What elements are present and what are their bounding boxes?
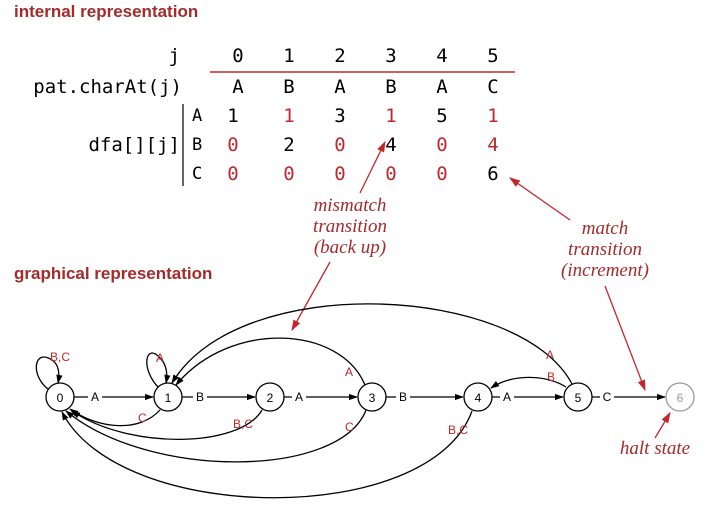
svg-text:B,C: B,C — [233, 417, 253, 431]
index-cell: 1 — [283, 45, 295, 67]
state-0: 0 — [45, 382, 75, 412]
dfa-cell: 4 — [385, 134, 397, 156]
dfa-cell: 0 — [227, 163, 239, 185]
match-annotation-line3: (increment) — [561, 260, 649, 281]
dfa-cell: 0 — [385, 163, 397, 185]
mismatch-edge-5-4 — [490, 376, 567, 389]
index-cell: 3 — [385, 45, 397, 67]
svg-text:C: C — [345, 420, 354, 434]
halt-arrow — [654, 412, 671, 439]
dfa-cell: 1 — [487, 105, 499, 127]
svg-text:0: 0 — [57, 391, 64, 405]
state-5: 5 — [563, 382, 593, 412]
dfa-cell: 0 — [227, 134, 239, 156]
svg-text:B: B — [547, 370, 555, 384]
index-row-label: j — [168, 45, 180, 67]
svg-text:C: C — [603, 390, 612, 404]
mismatch-edge-4-0 — [61, 410, 473, 499]
dfa-cell: 0 — [436, 134, 448, 156]
dfa-cell: 1 — [385, 105, 397, 127]
svg-text:B: B — [196, 390, 204, 404]
mismatch-edge-3-0 — [65, 409, 367, 463]
dfa-cell: 3 — [334, 105, 346, 127]
svg-text:A: A — [546, 348, 554, 362]
index-cell: 4 — [436, 45, 448, 67]
svg-text:A: A — [345, 365, 353, 379]
state-3: 3 — [357, 382, 387, 412]
mismatch-annotation-line2: transition — [313, 216, 387, 237]
dfa-row-letter: C — [192, 164, 203, 184]
halt-state-annotation: halt state — [619, 438, 691, 459]
pattern-cell: C — [487, 76, 499, 98]
svg-text:A: A — [295, 390, 303, 404]
index-cell: 0 — [232, 45, 244, 67]
svg-text:3: 3 — [369, 391, 376, 405]
match-annotation-line1: match — [581, 218, 629, 239]
index-cell: 2 — [334, 45, 346, 67]
dfa-cell: 0 — [436, 163, 448, 185]
dfa-row-letter: A — [192, 106, 203, 126]
mismatch-edge-5-1 — [171, 303, 573, 385]
dfa-cell: 5 — [436, 105, 448, 127]
internal-representation-heading: internal representation — [14, 2, 199, 21]
pattern-cell: A — [232, 76, 244, 98]
svg-text:A: A — [156, 351, 164, 365]
graphical-representation-heading: graphical representation — [14, 264, 213, 283]
match-arrow-to-table — [509, 177, 571, 221]
index-cell: 5 — [487, 45, 499, 67]
pattern-cell: A — [436, 76, 448, 98]
dfa-cell: 2 — [283, 134, 295, 156]
svg-text:6: 6 — [677, 391, 684, 405]
pattern-cell: A — [334, 76, 346, 98]
dfa-cell: 0 — [334, 134, 346, 156]
svg-text:B: B — [399, 390, 407, 404]
mismatch-arrow-to-table — [359, 141, 386, 194]
svg-text:A: A — [91, 390, 99, 404]
svg-text:2: 2 — [267, 391, 274, 405]
svg-text:B,C: B,C — [448, 423, 468, 437]
dfa-cell: 6 — [487, 163, 499, 185]
match-arrow-to-graph — [604, 285, 646, 392]
mismatch-edge-3-1 — [175, 337, 366, 386]
self-loop-0 — [35, 356, 63, 390]
svg-text:1: 1 — [165, 391, 172, 405]
dfa-row-label: dfa[][j] — [88, 134, 180, 156]
dfa-cell: 0 — [334, 163, 346, 185]
state-1: 1 — [153, 382, 183, 412]
dfa-cell: 4 — [487, 134, 499, 156]
svg-text:B,C: B,C — [50, 350, 70, 364]
pattern-row-label: pat.charAt(j) — [33, 76, 182, 98]
dfa-row-letter: B — [192, 135, 203, 155]
svg-text:5: 5 — [575, 391, 582, 405]
state-6-halt: 6 — [665, 382, 695, 412]
mismatch-annotation-line3: (back up) — [313, 237, 387, 258]
mismatch-arrow-to-graph — [291, 261, 331, 331]
mismatch-annotation-line1: mismatch — [313, 195, 387, 216]
svg-text:A: A — [503, 390, 511, 404]
dfa-cell: 1 — [227, 105, 239, 127]
svg-text:4: 4 — [475, 391, 482, 405]
mismatch-edge-2-0 — [71, 409, 263, 440]
dfa-cell: 1 — [283, 105, 295, 127]
state-4: 4 — [463, 382, 493, 412]
match-annotation-line2: transition — [568, 239, 642, 260]
pattern-cell: B — [283, 76, 295, 98]
svg-text:C: C — [138, 411, 147, 425]
state-2: 2 — [255, 382, 285, 412]
pattern-cell: B — [385, 76, 397, 98]
self-loop-1 — [146, 352, 171, 388]
dfa-cell: 0 — [283, 163, 295, 185]
